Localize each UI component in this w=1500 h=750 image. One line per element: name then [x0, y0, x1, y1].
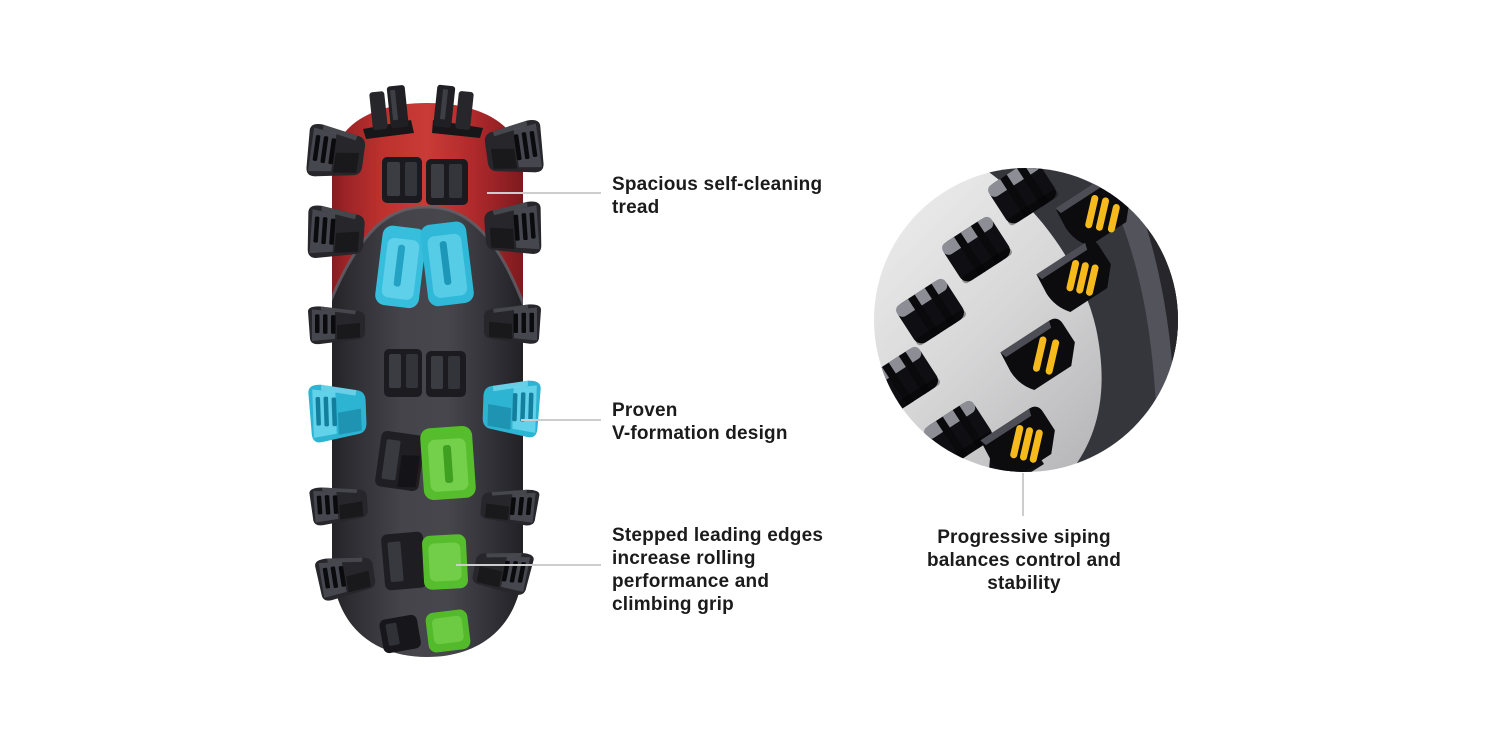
callout-line: Stepped leading edges [612, 525, 824, 546]
callout-line: tread [612, 197, 660, 218]
callout-line: Progressive siping [937, 527, 1111, 548]
callout-spacious-tread: Spacious self-cleaning tread [612, 173, 822, 219]
leader-line-tread [487, 192, 601, 194]
leader-line-stepped-edges [456, 564, 601, 566]
callout-line: climbing grip [612, 594, 734, 615]
callout-progressive-siping: Progressive siping balances control and … [898, 526, 1150, 595]
callout-v-formation: Proven V-formation design [612, 399, 788, 445]
callout-line: V-formation design [612, 423, 788, 444]
callout-line: stability [987, 573, 1061, 594]
tire-illustration [303, 84, 547, 657]
callout-line: performance and [612, 571, 770, 592]
callout-line: increase rolling [612, 548, 756, 569]
callout-line: Proven [612, 400, 678, 421]
callout-line: balances control and [926, 550, 1122, 571]
leader-line-siping [1022, 473, 1024, 516]
callout-line: Spacious self-cleaning [612, 174, 823, 195]
tread-detail-circle [874, 168, 1178, 472]
leader-line-v-formation [521, 419, 601, 421]
callout-stepped-edges: Stepped leading edges increase rolling p… [612, 524, 823, 616]
